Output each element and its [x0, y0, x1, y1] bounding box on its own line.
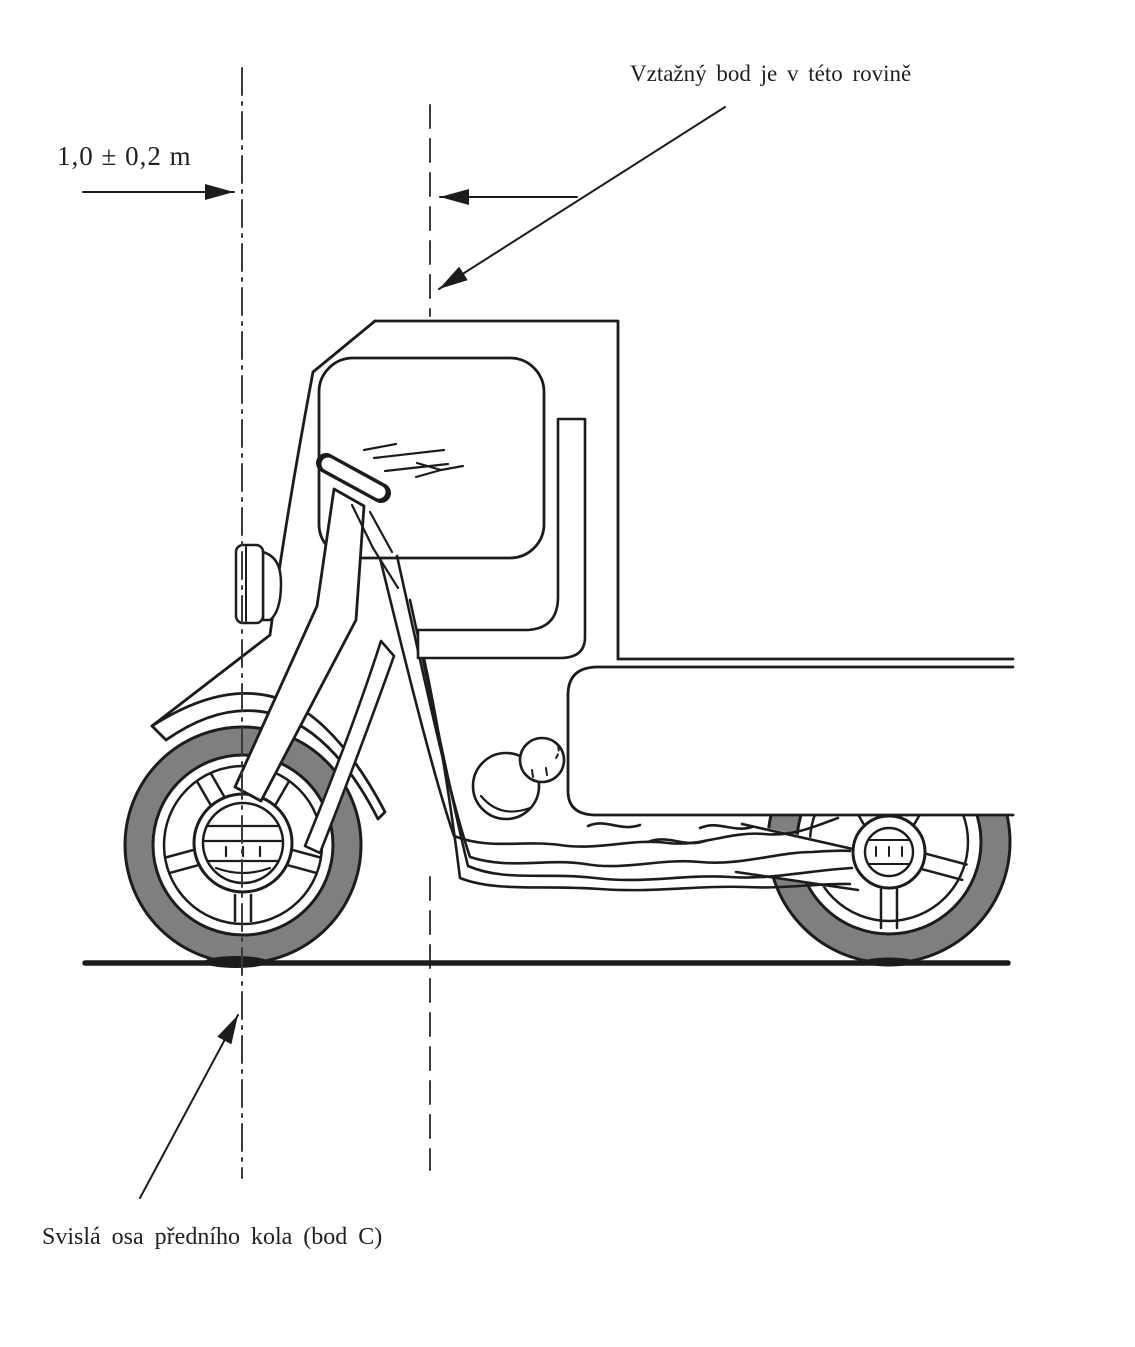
- rear-hub: [851, 814, 927, 890]
- ground-line: [82, 956, 1011, 968]
- front-apron-edge: [150, 633, 272, 728]
- distance-label: 1,0 ± 0,2 m: [57, 141, 192, 171]
- front-spokes: [164, 772, 322, 923]
- cargo-bed: [566, 657, 1015, 817]
- handlebar: [316, 442, 465, 590]
- reference-plane-label: Vztažný bod je v této rovině: [630, 61, 912, 86]
- front-wheel-axis-label: Svislá osa předního kola (bod C): [42, 1224, 383, 1250]
- front-fender: [150, 692, 387, 821]
- cab-front-bevel: [311, 319, 377, 374]
- floor-frame: [378, 554, 868, 892]
- brake-levers: [350, 442, 465, 590]
- steering-fork: [233, 487, 366, 803]
- fender-stay: [303, 639, 396, 855]
- front-wheel: [123, 725, 363, 965]
- engine: [471, 736, 566, 821]
- reference-plane-pointer: [438, 106, 726, 290]
- seat-frame: [416, 417, 587, 660]
- front-axis-pointer: [139, 1014, 239, 1199]
- cab-roof-and-rear-edge: [373, 319, 620, 661]
